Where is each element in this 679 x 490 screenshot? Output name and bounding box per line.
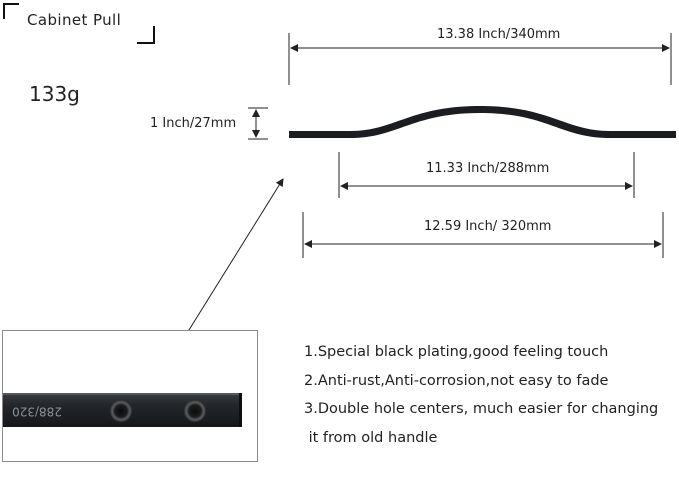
inner-span-dimension	[338, 152, 635, 198]
feature-item: 1.Special black plating,good feeling tou…	[304, 344, 609, 360]
handle-bar-end	[239, 393, 242, 427]
cabinet-pull-handle	[289, 106, 676, 138]
title-bracket-top-left	[3, 3, 19, 19]
handle-bar-edge	[3, 393, 241, 395]
feature-item: 2.Anti-rust,Anti-corrosion,not easy to f…	[304, 372, 609, 389]
height-label: 1 Inch/27mm	[150, 116, 237, 131]
overall-length-dimension	[288, 33, 672, 85]
detail-photo: 288/320	[2, 330, 258, 462]
screw-hole-left	[110, 400, 132, 422]
feature-item: it from old handle	[304, 429, 438, 446]
product-title: Cabinet Pull	[27, 11, 122, 29]
detail-pointer-arrow	[183, 178, 284, 339]
engraving-text: 288/320	[12, 405, 62, 419]
product-weight: 133g	[29, 82, 80, 106]
title-bracket-bottom-right	[137, 26, 155, 44]
inner-span-label: 11.33 Inch/288mm	[426, 161, 550, 176]
outer-span-dimension	[302, 212, 664, 258]
overall-length-label: 13.38 Inch/340mm	[437, 27, 561, 42]
feature-item: 3.Double hole centers, much easier for c…	[304, 401, 659, 417]
screw-hole-right	[184, 400, 206, 422]
height-dimension	[248, 107, 268, 140]
outer-span-label: 12.59 Inch/ 320mm	[424, 219, 552, 234]
feature-list: 1.Special black plating,good feeling tou…	[304, 338, 658, 452]
detail-photo-graphic: 288/320	[3, 393, 242, 427]
